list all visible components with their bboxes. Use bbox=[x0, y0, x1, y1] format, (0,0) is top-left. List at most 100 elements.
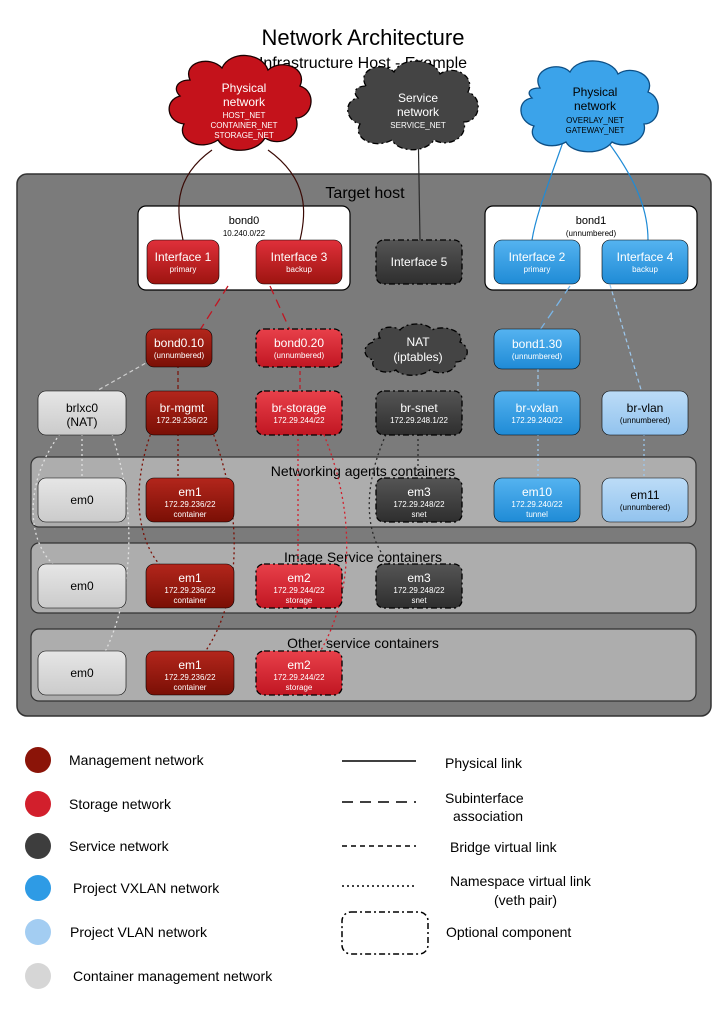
link-physical-iface4 bbox=[607, 141, 649, 241]
cloud-physical-right-title2: network bbox=[574, 99, 617, 113]
cloud-physical-network-left: Physical network HOST_NET CONTAINER_NET … bbox=[168, 54, 312, 151]
link-veth-os-em2 bbox=[319, 429, 348, 653]
legend-subinterface-label2: association bbox=[453, 808, 523, 824]
group-networking-agents-label: Networking agents containers bbox=[271, 463, 455, 479]
node-brvlan: br-vlan(unnumbered) bbox=[601, 390, 689, 436]
legend-swatch-5 bbox=[25, 919, 51, 945]
cloud-physical-left-line1: HOST_NET bbox=[223, 111, 266, 120]
node-na-em10-sub2: tunnel bbox=[526, 510, 548, 519]
legend-color-label-5: Project VLAN network bbox=[70, 924, 208, 940]
node-is-em0: em0 bbox=[37, 563, 127, 609]
legend-namespace-label1: Namespace virtual link bbox=[450, 873, 592, 889]
bond0-label: bond0 bbox=[229, 215, 260, 227]
node-is-em2-sub2: storage bbox=[286, 596, 313, 605]
cloud-nat-title2: (iptables) bbox=[393, 350, 442, 364]
bond0-sub: 10.240.0/22 bbox=[223, 229, 266, 238]
node-bond020: bond0.20(unnumbered) bbox=[255, 328, 343, 368]
node-iface4-label: Interface 4 bbox=[617, 250, 674, 264]
node-brlxc0-label: brlxc0 bbox=[66, 401, 98, 415]
legend-color-label-6: Container management network bbox=[73, 968, 273, 984]
node-brstorage-sub: 172.29.244/22 bbox=[273, 416, 325, 425]
node-brvlan-label: br-vlan bbox=[627, 401, 664, 415]
cloud-service-network: Service network SERVICE_NET bbox=[347, 60, 479, 151]
node-is-em0-label: em0 bbox=[70, 579, 94, 593]
bond1-label: bond1 bbox=[576, 215, 607, 227]
cloud-nat: NAT (iptables) bbox=[364, 323, 468, 376]
node-is-em1-sub: 172.29.236/22 bbox=[164, 586, 216, 595]
node-is-em1-sub2: container bbox=[174, 596, 207, 605]
node-na-em0-label: em0 bbox=[70, 493, 94, 507]
cloud-physical-right-title1: Physical bbox=[573, 85, 618, 99]
node-na-em1-label: em1 bbox=[178, 485, 202, 499]
link-physical-iface3 bbox=[267, 149, 305, 241]
link-sub-bond130 bbox=[539, 285, 571, 331]
link-veth-is-em3 bbox=[368, 429, 393, 567]
node-iface1-label: Interface 1 bbox=[155, 250, 212, 264]
legend-subinterface-label1: Subinterface bbox=[445, 790, 524, 806]
legend-optional-label: Optional component bbox=[446, 924, 571, 940]
node-bond010: bond0.10(unnumbered) bbox=[145, 328, 213, 368]
node-brstorage-label: br-storage bbox=[272, 401, 327, 415]
node-na-em3-label: em3 bbox=[407, 485, 431, 499]
node-bond130: bond1.30(unnumbered) bbox=[493, 328, 581, 370]
node-is-em1-label: em1 bbox=[178, 571, 202, 585]
node-bond010-sub: (unnumbered) bbox=[154, 351, 205, 360]
node-iface5: Interface 5 bbox=[375, 239, 463, 285]
node-bond020-label: bond0.20 bbox=[274, 336, 324, 350]
node-iface2-label: Interface 2 bbox=[509, 250, 566, 264]
link-bridge-brvlan bbox=[607, 277, 643, 394]
node-os-em2-sub2: storage bbox=[286, 683, 313, 692]
node-os-em1-sub2: container bbox=[174, 683, 207, 692]
node-na-em3-sub2: snet bbox=[411, 510, 427, 519]
cloud-physical-left-line3: STORAGE_NET bbox=[214, 131, 274, 140]
legend-namespace-label2: (veth pair) bbox=[494, 892, 557, 908]
node-is-em2-sub: 172.29.244/22 bbox=[273, 586, 325, 595]
node-is-em2-label: em2 bbox=[287, 571, 311, 585]
cloud-physical-left-line2: CONTAINER_NET bbox=[211, 121, 278, 130]
target-host-label: Target host bbox=[325, 185, 405, 202]
link-physical-iface2 bbox=[531, 141, 564, 241]
legend-color-label-1: Management network bbox=[69, 752, 205, 768]
legend-swatch-2 bbox=[25, 791, 51, 817]
node-iface4-sub: backup bbox=[632, 265, 658, 274]
node-is-em3-sub2: snet bbox=[411, 596, 427, 605]
link-veth-os-em0 bbox=[104, 433, 130, 653]
link-sub-bond010 bbox=[199, 285, 229, 331]
legend-swatch-1 bbox=[25, 747, 51, 773]
node-os-em2-sub: 172.29.244/22 bbox=[273, 673, 325, 682]
diagram-title: Network Architecture bbox=[262, 25, 465, 50]
node-is-em3-sub: 172.29.248/22 bbox=[393, 586, 445, 595]
node-na-em11-label: em11 bbox=[630, 488, 659, 502]
bond1-sub: (unnumbered) bbox=[566, 229, 617, 238]
legend-swatch-6 bbox=[25, 963, 51, 989]
cloud-nat-title1: NAT bbox=[406, 335, 430, 349]
node-iface1-sub: primary bbox=[170, 265, 197, 274]
node-na-em1-sub: 172.29.236/22 bbox=[164, 500, 216, 509]
node-brvxlan-sub: 172.29.240/22 bbox=[511, 416, 563, 425]
node-brmgmt-sub: 172.29.236/22 bbox=[156, 416, 208, 425]
node-bond130-label: bond1.30 bbox=[512, 337, 562, 351]
group-image-service-label: Image Service containers bbox=[284, 549, 442, 565]
cloud-service-title2: network bbox=[397, 105, 440, 119]
node-iface5-label: Interface 5 bbox=[391, 255, 448, 269]
node-brmgmt-label: br-mgmt bbox=[160, 401, 205, 415]
legend-color-label-4: Project VXLAN network bbox=[73, 880, 220, 896]
node-na-em11-sub: (unnumbered) bbox=[620, 503, 671, 512]
node-iface3-sub: backup bbox=[286, 265, 312, 274]
node-os-em2-label: em2 bbox=[287, 658, 311, 672]
link-veth-is-em0 bbox=[32, 433, 61, 567]
legend-color-label-2: Storage network bbox=[69, 796, 172, 812]
